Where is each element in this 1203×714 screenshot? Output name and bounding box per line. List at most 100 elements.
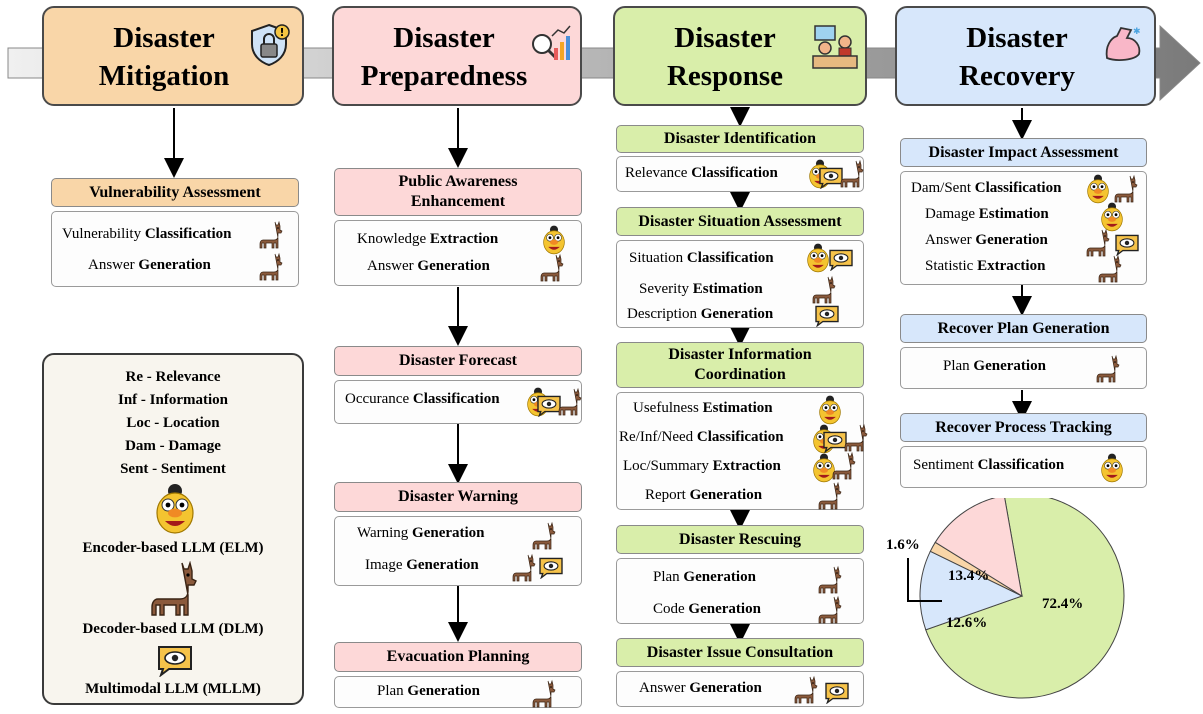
answer-generation-row: Answer Generation (925, 232, 1048, 248)
disaster-rescuing-box: Plan Generation Code Generation (616, 558, 864, 624)
severity-estimation-row: Severity Estimation (639, 281, 763, 297)
public-awareness-title-2: Enhancement (410, 193, 506, 210)
legend-box: Re - Relevance Inf - Information Loc - L… (42, 353, 304, 705)
phase-response-line1: Disaster (674, 22, 776, 54)
usefulness-estimation-row: Usefulness Estimation (633, 400, 773, 416)
code-generation-row: Code Generation (653, 601, 761, 617)
llama-icon (258, 252, 284, 287)
occurance-classification-row: Occurance Classification (345, 391, 500, 407)
coordination-title-2: Coordination (694, 366, 786, 383)
llama-icon (1095, 354, 1121, 389)
pie-label-pink: 13.4% (948, 568, 990, 584)
pie-slice-blue (919, 550, 1024, 631)
disaster-impact-assessment-box: Dam/Sent Classification Damage Estimatio… (900, 171, 1147, 285)
pie-label-small: 1.6% (886, 537, 920, 553)
evacuation-planning-header: Evacuation Planning (334, 642, 582, 672)
bert-icon (817, 395, 843, 430)
phase-mitigation-line2: Mitigation (98, 60, 230, 92)
plan-generation-row: Plan Generation (653, 569, 756, 585)
llama-icon (831, 451, 857, 486)
vulnerability-assessment-box: Vulnerability Classification Answer Gene… (51, 211, 299, 287)
recover-process-tracking-box: Sentiment Classification (900, 446, 1147, 488)
disaster-issue-consultation-header: Disaster Issue Consultation (616, 638, 864, 667)
strong-arm-icon: ✱ (1105, 26, 1141, 61)
recover-process-tracking-header: Recover Process Tracking (900, 413, 1147, 442)
eye-chat-icon (1113, 234, 1141, 261)
eye-chat-icon (821, 431, 849, 458)
llama-icon (151, 561, 197, 616)
situation-classification-row: Situation Classification (629, 250, 774, 266)
answer-generation-row: Answer Generation (639, 680, 762, 696)
phase-recovery-line2: Recovery (959, 60, 1075, 92)
eye-chat-icon (817, 167, 845, 194)
eye-chat-icon (827, 249, 855, 276)
dam-sent-classification-row: Dam/Sent Classification (911, 180, 1062, 196)
description-generation-row: Description Generation (627, 306, 774, 322)
knowledge-extraction-row: Knowledge Extraction (357, 231, 499, 247)
disaster-identification-box: Relevance Classification (616, 156, 864, 192)
phase-mitigation-line1: Disaster (113, 22, 215, 54)
phase-recovery-line1: Disaster (966, 22, 1068, 54)
llama-icon (1113, 174, 1139, 209)
relevance-classification-row: Relevance Classification (625, 165, 778, 181)
bert-icon (1085, 174, 1111, 209)
phase-response: Disaster Response (613, 6, 867, 106)
disaster-situation-assessment-box: Situation Classification Severity Estima… (616, 240, 864, 328)
legend-abbr-loc: Loc - Location (126, 415, 220, 431)
analytics-person-icon (532, 25, 571, 60)
bert-icon (541, 225, 567, 260)
llama-icon (557, 387, 583, 422)
eye-chat-icon (537, 557, 565, 584)
legend-abbr-dam: Dam - Damage (125, 438, 221, 454)
phase-preparedness-line2: Preparedness (360, 60, 528, 92)
legend-elm: Encoder-based LLM (ELM) (82, 540, 264, 556)
helpdesk-icon (812, 25, 858, 69)
disaster-information-coordination-header: Disaster Information Coordination (616, 342, 864, 388)
re-inf-need-classification-row: Re/Inf/Need Classification (619, 429, 784, 445)
legend-abbr-sent: Sent - Sentiment (120, 461, 226, 477)
llama-icon (511, 553, 537, 588)
llama-icon (843, 423, 869, 458)
statistic-extraction-row: Statistic Extraction (925, 258, 1046, 274)
coordination-title-1: Disaster Information (668, 346, 812, 363)
pie-label-green: 72.4% (1042, 596, 1084, 612)
loc-summary-extraction-row: Loc/Summary Extraction (623, 458, 781, 474)
recover-plan-generation-box: Plan Generation (900, 347, 1147, 389)
llama-icon (539, 253, 565, 288)
pie-slice-green (925, 498, 1125, 699)
bert-icon (156, 484, 194, 534)
pie-label-blue: 12.6% (946, 615, 988, 631)
llama-icon (817, 595, 843, 630)
phase-preparedness: Disaster Preparedness (332, 6, 582, 106)
eye-chat-icon (823, 682, 851, 709)
report-generation-row: Report Generation (645, 487, 763, 503)
disaster-identification-header: Disaster Identification (616, 125, 864, 153)
public-awareness-box: Knowledge Extraction Answer Generation (334, 220, 582, 286)
llama-icon (793, 675, 819, 710)
warning-generation-row: Warning Generation (357, 525, 485, 541)
disaster-impact-assessment-header: Disaster Impact Assessment (900, 138, 1147, 167)
disaster-issue-consultation-box: Answer Generation (616, 671, 864, 707)
llama-icon (839, 159, 865, 194)
plan-generation-row: Plan Generation (377, 683, 480, 699)
phase-mitigation: Disaster Mitigation ! (42, 6, 304, 106)
plan-generation-row: Plan Generation (943, 358, 1046, 374)
llama-icon (1097, 254, 1123, 289)
public-awareness-header: Public Awareness Enhancement (334, 168, 582, 216)
pie-chart (907, 498, 1125, 699)
bert-icon (1099, 453, 1125, 488)
disaster-information-coordination-box: Usefulness Estimation Re/Inf/Need Classi… (616, 392, 868, 510)
disaster-rescuing-header: Disaster Rescuing (616, 525, 864, 554)
eye-chat-icon (535, 395, 563, 422)
llama-icon (531, 521, 557, 556)
disaster-situation-assessment-header: Disaster Situation Assessment (616, 207, 864, 236)
svg-text:!: ! (279, 26, 284, 39)
pie-slice-pink (934, 498, 1023, 598)
damage-estimation-row: Damage Estimation (925, 206, 1049, 222)
llama-icon (817, 481, 843, 516)
eye-chat-icon (813, 305, 841, 332)
legend-mllm: Multimodal LLM (MLLM) (85, 681, 261, 697)
llama-icon (1085, 228, 1111, 263)
recover-plan-generation-header: Recover Plan Generation (900, 314, 1147, 343)
